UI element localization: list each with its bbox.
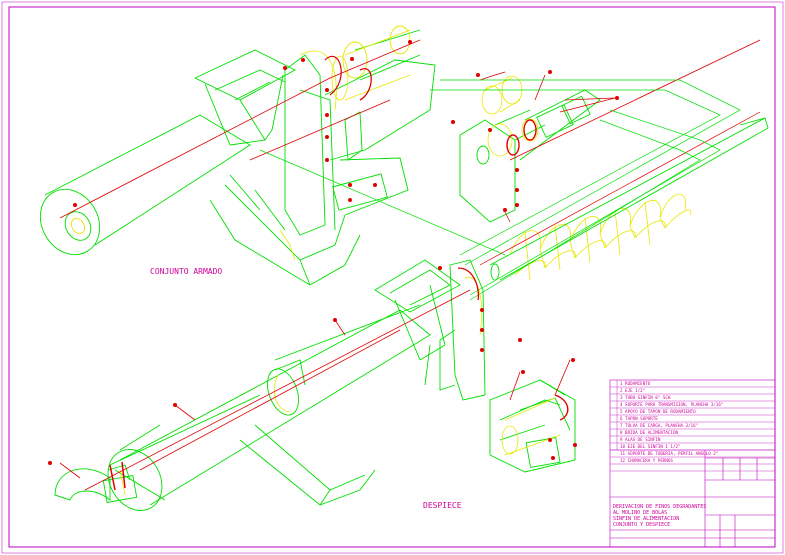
parts-list-item: 1 RODAMIENTO <box>620 381 651 386</box>
screw-shaft <box>489 117 769 281</box>
assembled-tube-end <box>39 188 101 256</box>
parts-list-item: 4 SOPORTE PARA TRANSMISION, PLANCHA 3/16… <box>620 402 723 407</box>
parts-list-item: 2 EJE 1/2" <box>620 388 645 393</box>
parts-list-item: 9 ALAS DE SINFIN <box>620 437 661 442</box>
exploded-bearing-block <box>102 464 138 503</box>
parts-list-item: 7 TOLVA DE CARGA, PLANCHA 3/16" <box>620 423 698 428</box>
parts-list: 1 RODAMIENTO 2 EJE 1/2" 3 TUBO SINFIN 8"… <box>620 381 723 463</box>
assembled-hopper <box>193 49 296 146</box>
label-exploded: DESPIECE <box>423 501 462 510</box>
parts-list-item: 6 TAPON SOPORTE <box>620 416 658 421</box>
exploded-hopper <box>374 259 461 361</box>
exploded-plate <box>459 119 516 223</box>
exploded-yellow <box>119 276 561 496</box>
title-text: DERIVACION DE FINOS DEGRADANTES AL MOLIN… <box>613 504 706 528</box>
parts-list-item: 8 BRIDA DE ALIMENTACION <box>620 430 678 435</box>
exploded-tube-end <box>107 449 163 511</box>
assembled-support <box>209 184 361 286</box>
parts-list-item: 3 TUBO SINFIN 8" SCH <box>620 395 671 400</box>
screw-marker <box>503 208 507 212</box>
exploded-markers <box>48 266 577 465</box>
assembled-axis <box>59 39 421 219</box>
assembled-highlight <box>279 29 411 261</box>
parts-list-item: 10 EJE DEL SINFIN 1 1/2" <box>620 444 681 449</box>
assembled-view <box>39 25 436 286</box>
exploded-transmission-yellow <box>481 75 539 157</box>
exploded-transmission-red <box>479 39 761 161</box>
label-assembled: CONJUNTO ARMADO <box>150 267 222 276</box>
assembled-tube <box>44 114 251 246</box>
screw-red <box>479 111 761 266</box>
exploded-support-legs <box>239 424 376 506</box>
assembled-markers <box>73 40 412 207</box>
title-line: SINFIN DE ALIMENTACION <box>613 516 679 522</box>
exploded-transmission <box>459 89 601 223</box>
title-line: AL MOLINO DE BOLAS <box>613 510 667 516</box>
assembled-transmission-frame <box>284 54 336 236</box>
title-block <box>609 379 776 548</box>
exploded-transmission-markers <box>451 70 619 207</box>
screw-flight <box>509 193 692 281</box>
exploded-half-shell <box>54 468 111 501</box>
parts-list-item: 5 APOYO DE TAPON DE RODAMIENTO <box>620 409 696 414</box>
exploded-main-tube <box>107 304 431 511</box>
parts-list-item: 12 CHUMACERA Y PERNOS <box>620 458 673 463</box>
title-line: DERIVACION DE FINOS DEGRADANTES <box>613 504 706 510</box>
routing-lines <box>259 79 741 301</box>
exploded-bearing-housing <box>489 379 576 473</box>
exploded-red <box>59 267 571 491</box>
exploded-flange-frame <box>424 259 486 401</box>
parts-list-item: 11 SOPORTE DE TUBERIA, PERFIL ANGULO 2" <box>620 451 718 456</box>
sheet-frame <box>8 6 776 548</box>
title-line: CONJUNTO Y DESPIECE <box>613 522 670 528</box>
